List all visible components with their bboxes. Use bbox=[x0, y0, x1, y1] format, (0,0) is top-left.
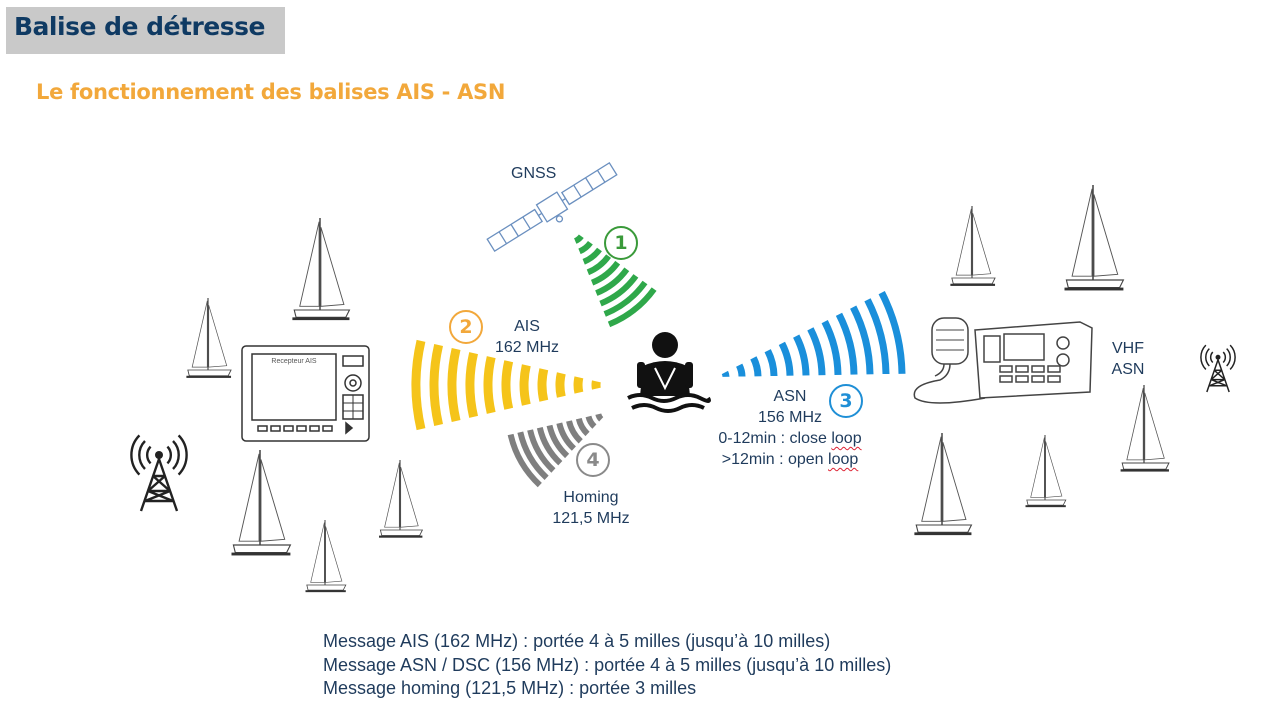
sailboat-icon bbox=[1025, 434, 1067, 508]
signal-wave-bar bbox=[536, 426, 563, 466]
sailboat-icon bbox=[379, 460, 424, 538]
signal-wave-bar bbox=[555, 372, 566, 398]
note-homing: Message homing (121,5 MHz) : portée 3 mi… bbox=[323, 678, 697, 698]
sailboat-icon bbox=[1120, 385, 1170, 472]
receiver-screen-label: Recepteur AIS bbox=[271, 358, 317, 365]
sailboat-icon bbox=[1064, 184, 1125, 291]
signal-wave-bar bbox=[735, 363, 746, 377]
vhf-radio-icon bbox=[913, 317, 1093, 404]
signal-wave-bar bbox=[566, 420, 583, 444]
signal-wave-bar bbox=[578, 240, 593, 255]
signal-wave-bar bbox=[411, 339, 426, 431]
signal-wave-bar bbox=[527, 429, 556, 473]
signal-wave-bar bbox=[573, 234, 584, 244]
signal-wave-bar bbox=[793, 334, 810, 376]
signal-wave-bar bbox=[599, 274, 639, 307]
signal-wave-bar bbox=[878, 291, 906, 374]
asn-close-loop: 0-12min : close loop bbox=[718, 430, 862, 447]
signal-waves bbox=[411, 234, 906, 488]
sailboat-icon bbox=[186, 298, 232, 378]
signal-wave-bar bbox=[764, 349, 778, 377]
signal-wave-bar bbox=[465, 352, 479, 418]
page-title: Balise de détresse bbox=[14, 12, 265, 41]
signal-wave-bar bbox=[607, 287, 657, 328]
sailboats bbox=[186, 184, 1170, 593]
sailboat-icon bbox=[305, 519, 347, 593]
signal-wave-bar bbox=[590, 260, 621, 286]
signal-wave-bar bbox=[807, 327, 826, 376]
signal-wave-bar bbox=[501, 360, 514, 410]
vhf-label: VHF ASN bbox=[1098, 338, 1158, 380]
sailboat-icon bbox=[950, 206, 996, 286]
signal-wave-bar bbox=[575, 417, 590, 437]
step-4-badge: 4 bbox=[576, 443, 610, 477]
title-banner bbox=[6, 7, 285, 54]
ais-frequency: 162 MHz bbox=[494, 339, 560, 356]
step-3-badge: 3 bbox=[829, 384, 863, 418]
asn-signal-waves bbox=[721, 291, 906, 378]
ais-label: AIS 162 MHz bbox=[487, 316, 567, 358]
signal-wave-bar bbox=[603, 280, 648, 317]
ais-receiver-icon bbox=[241, 345, 370, 442]
page-subtitle: Le fonctionnement des balises AIS - ASN bbox=[36, 80, 506, 104]
range-notes: Message AIS (162 MHz) : portée 4 à 5 mil… bbox=[323, 630, 891, 701]
antenna-tower-icon bbox=[130, 434, 188, 512]
asn-label: ASN 156 MHz 0-12min : close loop >12min … bbox=[690, 386, 890, 470]
ais-signal-waves bbox=[411, 339, 601, 431]
asn-name: ASN bbox=[773, 388, 807, 405]
signal-wave-bar bbox=[721, 370, 730, 378]
sailboat-icon bbox=[292, 217, 351, 321]
signal-wave-bar bbox=[519, 364, 531, 406]
signal-wave-bar bbox=[835, 312, 858, 375]
gnss-signal-waves bbox=[573, 234, 657, 328]
signal-wave-bar bbox=[573, 376, 584, 394]
homing-label: Homing 121,5 MHz bbox=[541, 487, 641, 529]
signal-wave-bar bbox=[582, 247, 602, 265]
note-ais: Message AIS (162 MHz) : portée 4 à 5 mil… bbox=[323, 631, 831, 651]
signal-wave-bar bbox=[447, 347, 461, 423]
signal-wave-bar bbox=[595, 413, 604, 422]
signal-wave-bar bbox=[778, 341, 794, 376]
step-1-badge: 1 bbox=[604, 226, 638, 260]
person-in-water-icon bbox=[627, 332, 711, 413]
sailboat-icon bbox=[914, 432, 973, 536]
antenna-tower-icon bbox=[1200, 344, 1236, 393]
signal-wave-bar bbox=[586, 254, 612, 276]
satellite-icon bbox=[486, 162, 618, 252]
signal-wave-bar bbox=[537, 368, 549, 402]
signal-wave-bar bbox=[429, 343, 443, 427]
note-asn: Message ASN / DSC (156 MHz) : portée 4 à… bbox=[323, 654, 892, 675]
homing-frequency: 121,5 MHz bbox=[552, 510, 630, 527]
sailboat-icon bbox=[231, 449, 292, 556]
signal-wave-bar bbox=[595, 267, 630, 296]
signal-wave-bar bbox=[546, 424, 570, 459]
signal-wave-bar bbox=[821, 320, 842, 376]
signal-wave-bar bbox=[507, 433, 542, 488]
vhf-line2: ASN bbox=[1111, 361, 1145, 378]
homing-name: Homing bbox=[563, 489, 619, 506]
step-2-badge: 2 bbox=[449, 310, 483, 344]
signal-wave-bar bbox=[556, 422, 577, 451]
ais-name: AIS bbox=[514, 318, 540, 335]
signal-wave-bar bbox=[850, 305, 874, 375]
vhf-line1: VHF bbox=[1112, 340, 1144, 357]
asn-frequency: 156 MHz bbox=[757, 409, 823, 426]
signal-wave-bar bbox=[483, 356, 496, 414]
signal-wave-bar bbox=[585, 415, 597, 429]
signal-wave-bar bbox=[750, 356, 762, 377]
gnss-label: GNSS bbox=[511, 165, 557, 182]
signal-wave-bar bbox=[864, 298, 890, 375]
homing-signal-waves bbox=[507, 413, 604, 488]
signal-wave-bar bbox=[517, 431, 549, 480]
asn-open-loop: >12min : open loop bbox=[721, 451, 859, 468]
